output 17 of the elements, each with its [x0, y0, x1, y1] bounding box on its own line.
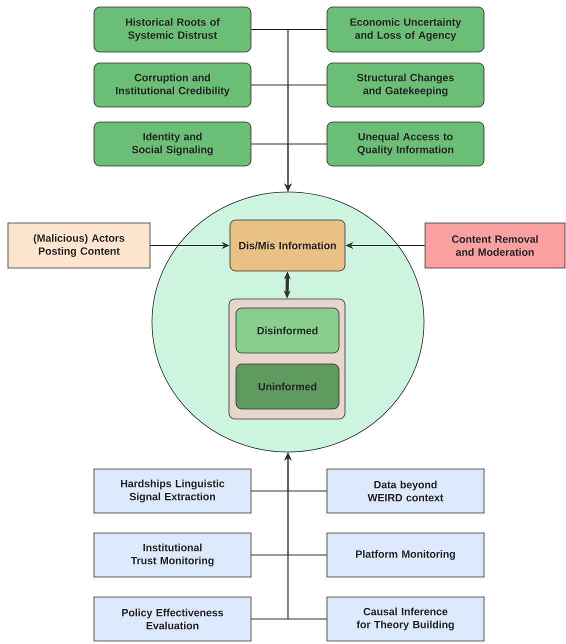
factor-box: Unequal Access to Quality Information — [326, 122, 484, 166]
method-box: Institutional Trust Monitoring — [94, 532, 252, 578]
process-box: Content Removal and Moderation — [424, 222, 566, 268]
method-box: Policy Effectiveness Evaluation — [94, 596, 252, 642]
process-box: Dis/Mis Information — [230, 220, 346, 272]
state-box: Disinformed — [236, 308, 340, 354]
method-box: Hardships Linguistic Signal Extraction — [94, 468, 252, 514]
factor-box: Identity and Social Signaling — [94, 122, 252, 166]
factor-box: Historical Roots of Systemic Distrust — [94, 6, 252, 52]
factor-box: Corruption and Institutional Credibility — [94, 62, 252, 108]
factor-box: Structural Changes and Gatekeeping — [326, 62, 484, 108]
factor-box: Economic Uncertainty and Loss of Agency — [326, 6, 484, 52]
source-box: (Malicious) Actors Posting Content — [8, 222, 150, 268]
state-box: Uninformed — [236, 364, 340, 410]
method-box: Causal Inference for Theory Building — [326, 596, 484, 642]
method-box: Data beyond WEIRD context — [326, 468, 484, 514]
method-box: Platform Monitoring — [326, 532, 484, 578]
